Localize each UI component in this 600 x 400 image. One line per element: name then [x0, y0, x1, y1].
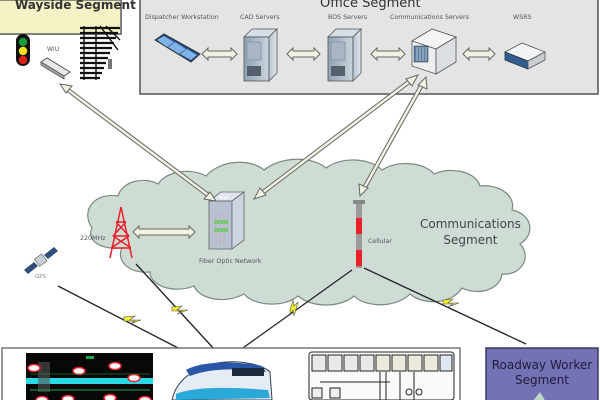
radio-tower-icon [109, 206, 133, 259]
cellular-label: Cellular [368, 238, 392, 245]
lightning-bolt-icon [171, 305, 189, 315]
wsrs-appliance-icon [504, 42, 546, 70]
wayside-segment [0, 0, 122, 80]
gps-label: GPS [35, 274, 47, 280]
bos-servers-label: BOS Servers [328, 14, 368, 21]
lightning-bolt-icon [442, 298, 460, 308]
communications-server-icon [411, 28, 457, 75]
lightning-bolt-icon [123, 315, 142, 325]
railroad-track-icon [80, 25, 121, 80]
office-segment [139, 0, 599, 95]
office-segment-title: Office Segment [320, 0, 421, 11]
signal-light-icon [16, 34, 30, 66]
dispatcher-workstation-icon [154, 33, 201, 63]
roadway-device-icon [533, 392, 545, 400]
communications-title-line1: Communications [420, 217, 521, 231]
onboard-wiring-schematic [308, 351, 455, 400]
communications-servers-label: Communications Servers [390, 14, 469, 21]
radio-fiber-link-arrow [132, 224, 196, 240]
fiber-optic-network-label: Fiber Optic Network [199, 258, 262, 265]
wireless-links [57, 263, 527, 351]
roadway-worker-segment [485, 347, 599, 400]
office-link-arrows [201, 46, 496, 62]
onboard-display-screen [26, 353, 153, 400]
wiu-label: WIU [47, 46, 60, 53]
backhaul-link-arrows [58, 74, 428, 202]
communications-title-line2: Segment [443, 233, 498, 247]
cad-server-icon [243, 28, 278, 82]
wiu-device-icon [40, 57, 71, 80]
switch-machine-icon [108, 59, 112, 69]
locomotive-icon [171, 361, 273, 400]
bos-server-icon [327, 28, 362, 82]
roadway-worker-segment-title: Roadway Worker Segment [486, 358, 598, 388]
dispatcher-workstation-label: Dispatcher Workstation [145, 14, 219, 21]
communications-cloud [87, 158, 531, 306]
roadway-title-line2: Segment [515, 373, 569, 387]
radio-220mhz-label: 220MHz [80, 235, 106, 242]
roadway-title-line1: Roadway Worker [491, 358, 593, 372]
cellular-tower-icon [353, 200, 365, 268]
fiber-optic-switch-icon [207, 191, 246, 250]
lightning-bolt-icons [123, 298, 460, 325]
communications-segment-title: Communications Segment [420, 216, 521, 248]
cad-servers-label: CAD Servers [240, 14, 280, 21]
wayside-segment-title: Wayside Segment [15, 0, 136, 12]
gps-satellite-icon [24, 247, 58, 274]
wsrs-label: WSRS [513, 14, 532, 21]
onboard-segment [1, 347, 461, 400]
lightning-bolt-icon [289, 299, 299, 317]
